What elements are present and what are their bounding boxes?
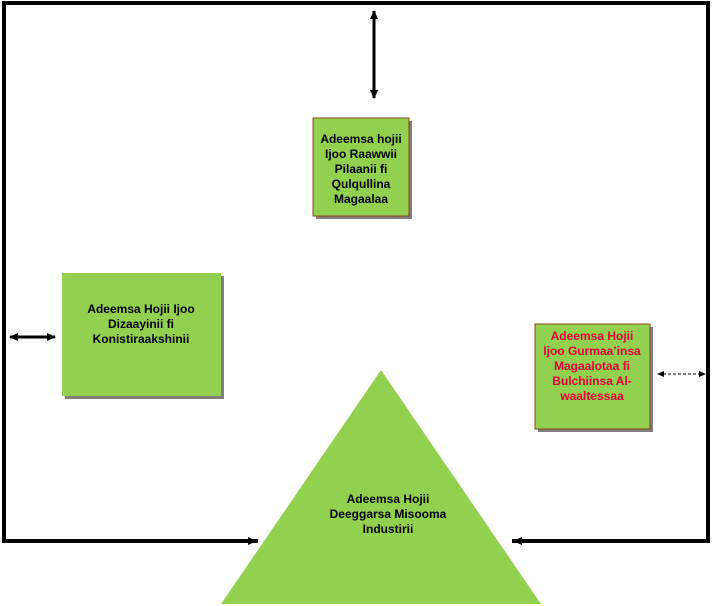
node-top-line: Qulqullina	[332, 177, 391, 191]
node-right-line: Adeemsa Hojii	[551, 329, 634, 343]
node-bottom-line: Deeggarsa Misooma	[330, 507, 447, 521]
node-top-line: Adeemsa hojii	[320, 132, 401, 146]
node-right-line: Magaalotaa fi	[554, 359, 630, 373]
node-top-line: Ijoo Raawwii	[325, 147, 397, 161]
node-left-line: Dizaayinii fi	[108, 317, 174, 331]
node-right-line: waaltessaa	[559, 389, 624, 403]
node-top-line: Magaalaa	[334, 192, 388, 206]
node-right-line: Bulchiinsa Al-	[552, 374, 632, 388]
node-bottom-line: Industirii	[363, 522, 414, 536]
frame-connector	[2, 1, 710, 543]
node-left-line: Konistiraakshinii	[93, 332, 190, 346]
node-bottom-line: Adeemsa Hojii	[347, 492, 430, 506]
node-left-line: Adeemsa Hojii Ijoo	[87, 302, 194, 316]
node-top-line: Pilaanii fi	[335, 162, 388, 176]
node-right-line: Ijoo Gurmaa’insa	[543, 344, 641, 358]
